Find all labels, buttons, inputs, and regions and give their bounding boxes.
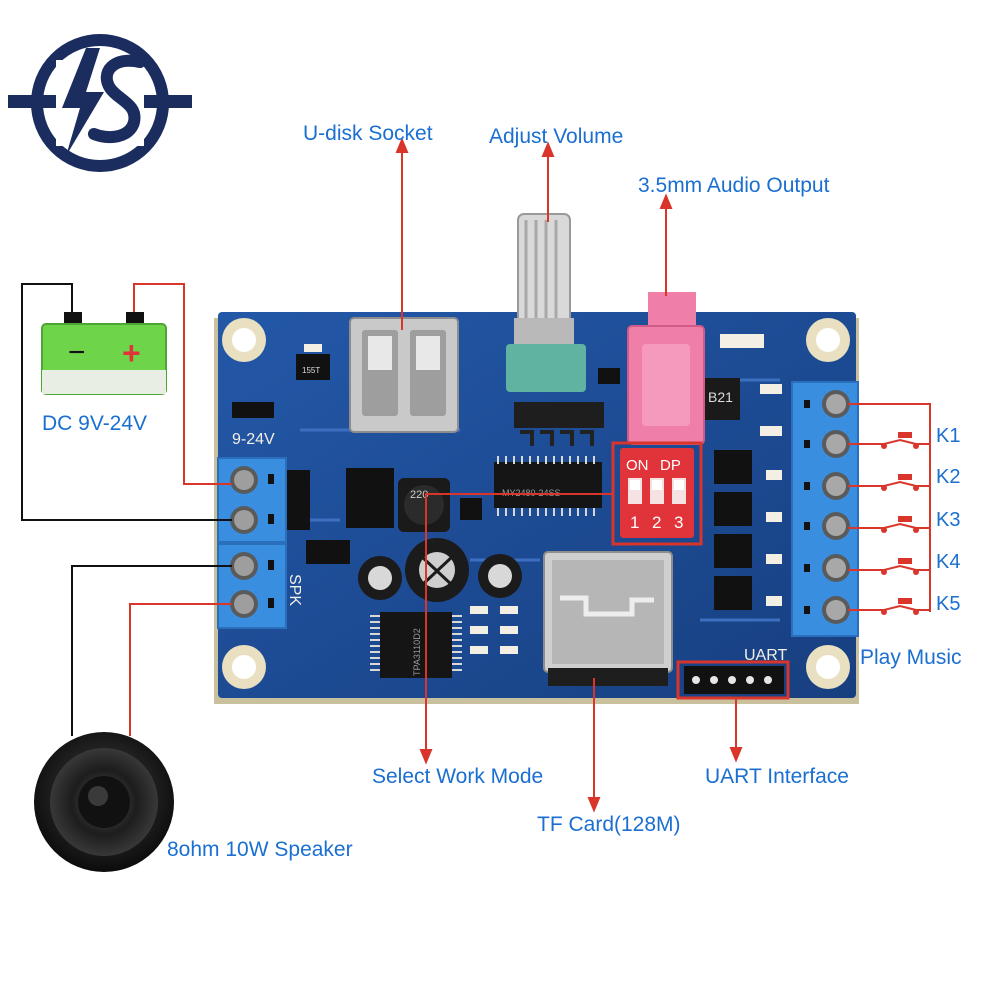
mounting-hole [222,645,266,689]
uart-silk: UART [744,647,787,664]
capacitor [358,556,402,600]
speaker-terminal-block [217,543,287,629]
power-terminal-block [217,457,287,543]
speaker-negative-wire [71,565,232,736]
mounting-hole [222,318,266,362]
key-common-wire [848,403,931,612]
dip-dp-label: DP [660,457,681,474]
dip-num-1: 1 [630,513,639,532]
battery-icon: − + [41,312,167,395]
inductor-silk: 220 [410,489,428,501]
uart-leader [729,698,743,763]
battery-minus-sign: − [68,336,86,369]
amp-chip-silk: TPA3110D2 [412,628,422,676]
uart-header [684,666,784,694]
dip-on-label: ON [626,457,649,474]
battery-plus-sign: + [122,335,141,371]
mounting-hole [806,645,850,689]
audio-out-leader [659,193,673,296]
usb-socket [349,317,459,433]
capacitor [405,538,469,602]
push-button-k4 [881,558,919,575]
speaker-label: 8ohm 10W Speaker [167,838,353,861]
uart-highlight [676,660,790,700]
smd-155t-silk: 155T [302,366,320,375]
usb-leader [395,137,409,330]
battery-negative-wire [21,283,232,521]
dip-num-3: 3 [674,513,683,532]
push-button-k5 [881,598,919,615]
b21-silk: B21 [708,389,733,405]
key-terminal-block [791,381,859,637]
key-label-k1: K1 [936,425,961,447]
battery-positive-wire [133,283,232,485]
adjust-volume-label: Adjust Volume [489,125,624,148]
brand-logo [8,34,192,172]
push-button-k1 [881,432,919,449]
push-button-k2 [881,474,919,491]
power-silk: 9-24V [232,431,275,448]
volume-leader [541,141,555,222]
key-label-k4: K4 [936,551,961,573]
speaker-positive-wire [129,603,232,736]
audio-output-label: 3.5mm Audio Output [638,174,830,197]
main-chip: MY2480-24SS [494,456,602,516]
usb-socket-label: U-disk Socket [303,122,433,145]
push-button-k3 [881,516,919,533]
work-mode-label: Select Work Mode [372,765,544,788]
key-label-k2: K2 [936,466,961,488]
play-music-label: Play Music [860,646,962,669]
tf-card-slot [543,551,673,686]
inductor: 220 [398,478,450,532]
volume-potentiometer [506,213,604,446]
tf-card-leader [587,678,601,813]
uart-interface-label: UART Interface [705,765,849,788]
dip-switch: ON DP 1 2 3 [620,448,694,538]
amplifier-chip: TPA3110D2 [370,612,462,678]
power-supply-label: DC 9V-24V [42,412,148,435]
mounting-hole [806,318,850,362]
key-label-k5: K5 [936,593,961,615]
speaker-icon [34,732,174,872]
work-mode-leader [419,493,613,765]
spk-silk: SPK [286,574,303,606]
tf-card-label: TF Card(128M) [537,813,681,836]
dip-num-2: 2 [652,513,661,532]
capacitor [478,554,522,598]
key-label-k3: K3 [936,509,961,531]
